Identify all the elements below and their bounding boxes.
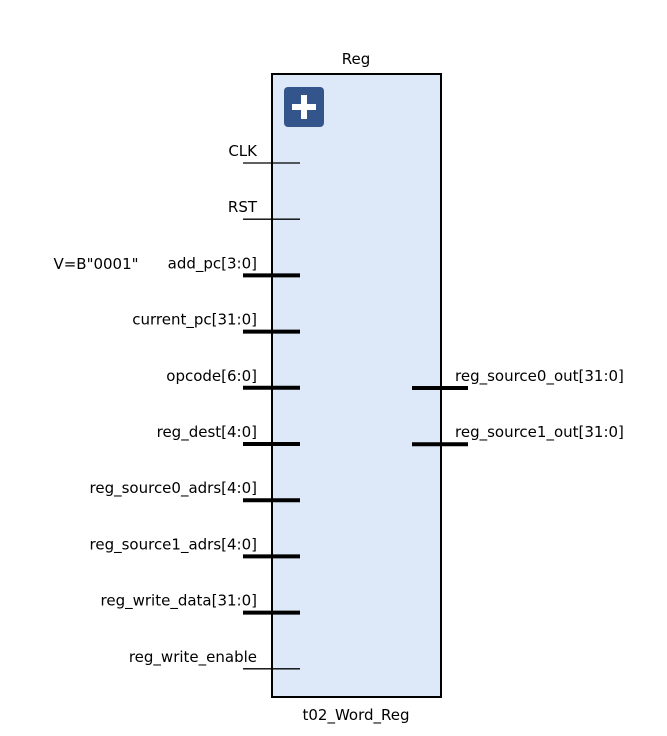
output-port-reg-source0-out[interactable]: reg_source0_out[31:0]: [412, 367, 624, 390]
input-port-reg-source1-adrs[interactable]: reg_source1_adrs[4:0]: [90, 535, 300, 559]
plus-icon: [292, 95, 316, 119]
input-port-label: current_pc[31:0]: [132, 311, 257, 330]
input-port-label: add_pc[3:0]: [168, 254, 257, 273]
instance-name: Reg: [342, 50, 371, 68]
input-port-label: RST: [228, 198, 258, 216]
input-port-label: reg_dest[4:0]: [157, 423, 257, 442]
input-port-rst[interactable]: RST: [228, 198, 300, 220]
input-port-reg-write-data[interactable]: reg_write_data[31:0]: [101, 592, 300, 615]
input-port-label: CLK: [228, 142, 258, 160]
input-port-current-pc[interactable]: current_pc[31:0]: [132, 311, 300, 334]
input-port-label: reg_source0_adrs[4:0]: [90, 479, 257, 498]
input-port-label: reg_source1_adrs[4:0]: [90, 535, 257, 554]
module-block[interactable]: [271, 73, 442, 698]
input-port-reg-dest[interactable]: reg_dest[4:0]: [157, 423, 300, 446]
input-port-label: reg_write_enable: [129, 648, 257, 667]
input-port-opcode[interactable]: opcode[6:0]: [166, 367, 300, 390]
expand-button[interactable]: [284, 87, 324, 127]
output-port-reg-source1-out[interactable]: reg_source1_out[31:0]: [412, 423, 624, 447]
input-port-reg-write-enable[interactable]: reg_write_enable: [129, 648, 300, 670]
input-port-label: reg_write_data[31:0]: [101, 592, 257, 611]
output-ports: reg_source0_out[31:0] reg_source1_out[31:…: [412, 367, 624, 447]
input-port-add-pc[interactable]: add_pc[3:0]: [168, 254, 300, 278]
input-port-clk[interactable]: CLK: [228, 142, 300, 164]
output-port-label: reg_source0_out[31:0]: [455, 367, 624, 386]
input-port-label: opcode[6:0]: [166, 367, 257, 385]
input-port-reg-source0-adrs[interactable]: reg_source0_adrs[4:0]: [90, 479, 300, 503]
module-name: t02_Word_Reg: [302, 706, 409, 725]
constant-value-label: V=B"0001": [53, 255, 138, 273]
output-port-label: reg_source1_out[31:0]: [455, 423, 624, 442]
input-ports: CLK RST add_pc[3:0] current_pc[31:0] opcode[…: [90, 142, 300, 670]
